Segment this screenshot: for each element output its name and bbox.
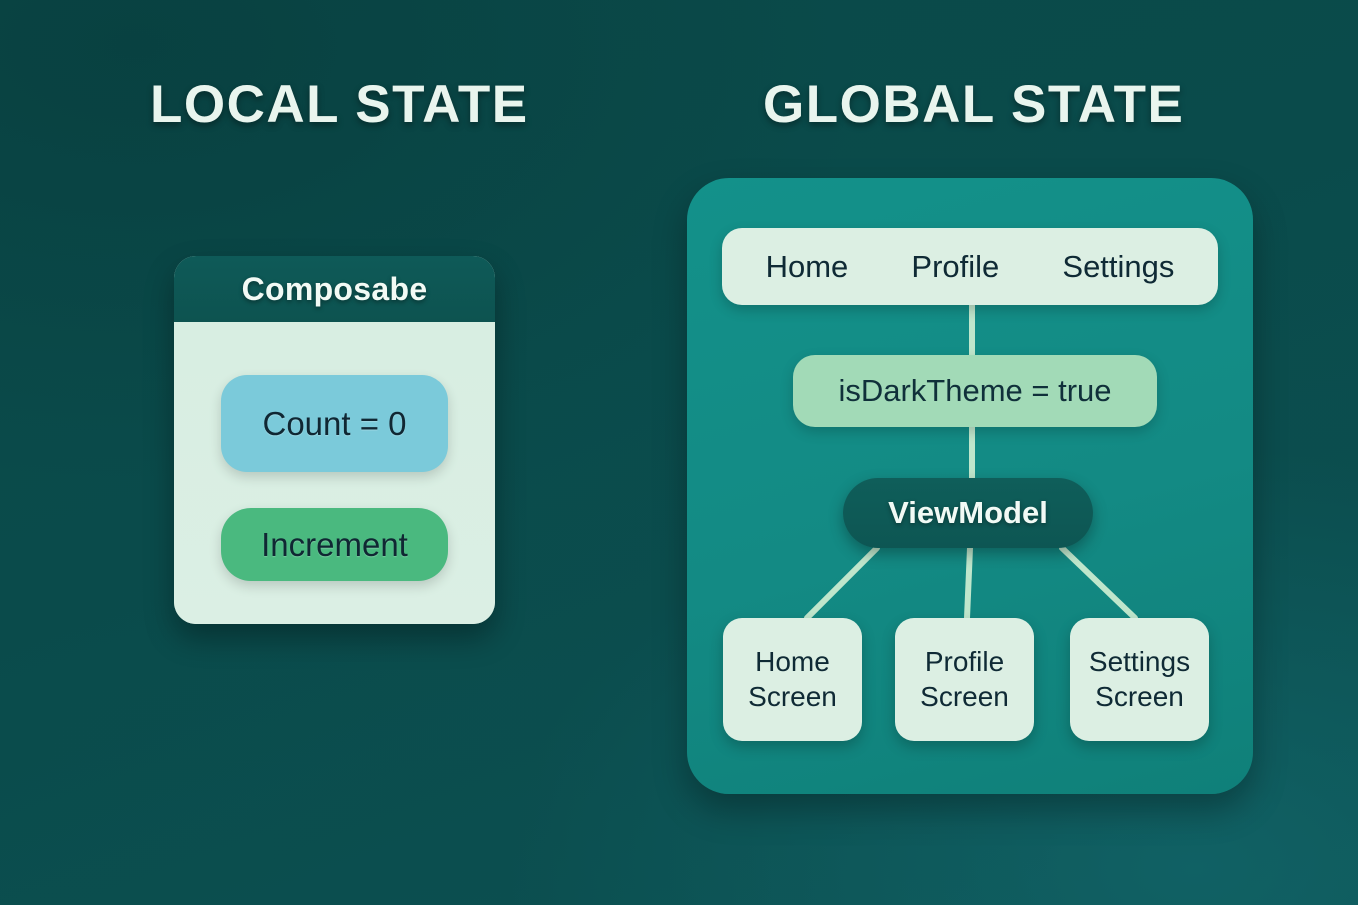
screen-card-profile: Profile Screen [895,618,1034,741]
screen-card-profile-line1: Profile [924,646,1005,678]
composable-card-header: Composabe [174,256,495,322]
screen-card-settings: Settings Screen [1070,618,1209,741]
global-state-title: GLOBAL STATE [763,75,1185,134]
count-state-label: Count = 0 [262,404,407,442]
composable-card: Composabe Count = 0 Increment [174,256,495,624]
increment-button[interactable]: Increment [221,508,448,581]
global-state-chip: isDarkTheme = true [793,355,1157,427]
count-state-chip: Count = 0 [221,375,448,472]
screen-card-settings-line2: Screen [1095,680,1184,712]
global-state-chip-label: isDarkTheme = true [838,373,1112,408]
screen-card-profile-line2: Screen [920,680,1009,712]
screen-card-home-line2: Screen [748,680,837,712]
composable-header-label: Composabe [241,270,428,307]
connector-viewmodel-to-settings [1059,545,1138,621]
nav-item-settings[interactable]: Settings [1062,248,1175,284]
connector-viewmodel-to-profile [964,545,973,621]
nav-item-home[interactable]: Home [765,248,849,284]
screen-card-home-line1: Home [755,646,830,678]
increment-button-label: Increment [261,525,408,563]
screen-card-home: Home Screen [723,618,862,741]
viewmodel-node: ViewModel [843,478,1093,548]
navigation-bar: Home Profile Settings [722,228,1218,305]
local-state-title: LOCAL STATE [150,75,529,134]
global-state-panel: Home Profile Settings isDarkTheme = true… [687,178,1253,794]
nav-item-profile[interactable]: Profile [911,248,1000,284]
screen-card-settings-line1: Settings [1088,646,1191,678]
composable-card-body: Count = 0 Increment [174,322,495,624]
viewmodel-label: ViewModel [888,495,1048,530]
connector-viewmodel-to-home [804,545,880,621]
